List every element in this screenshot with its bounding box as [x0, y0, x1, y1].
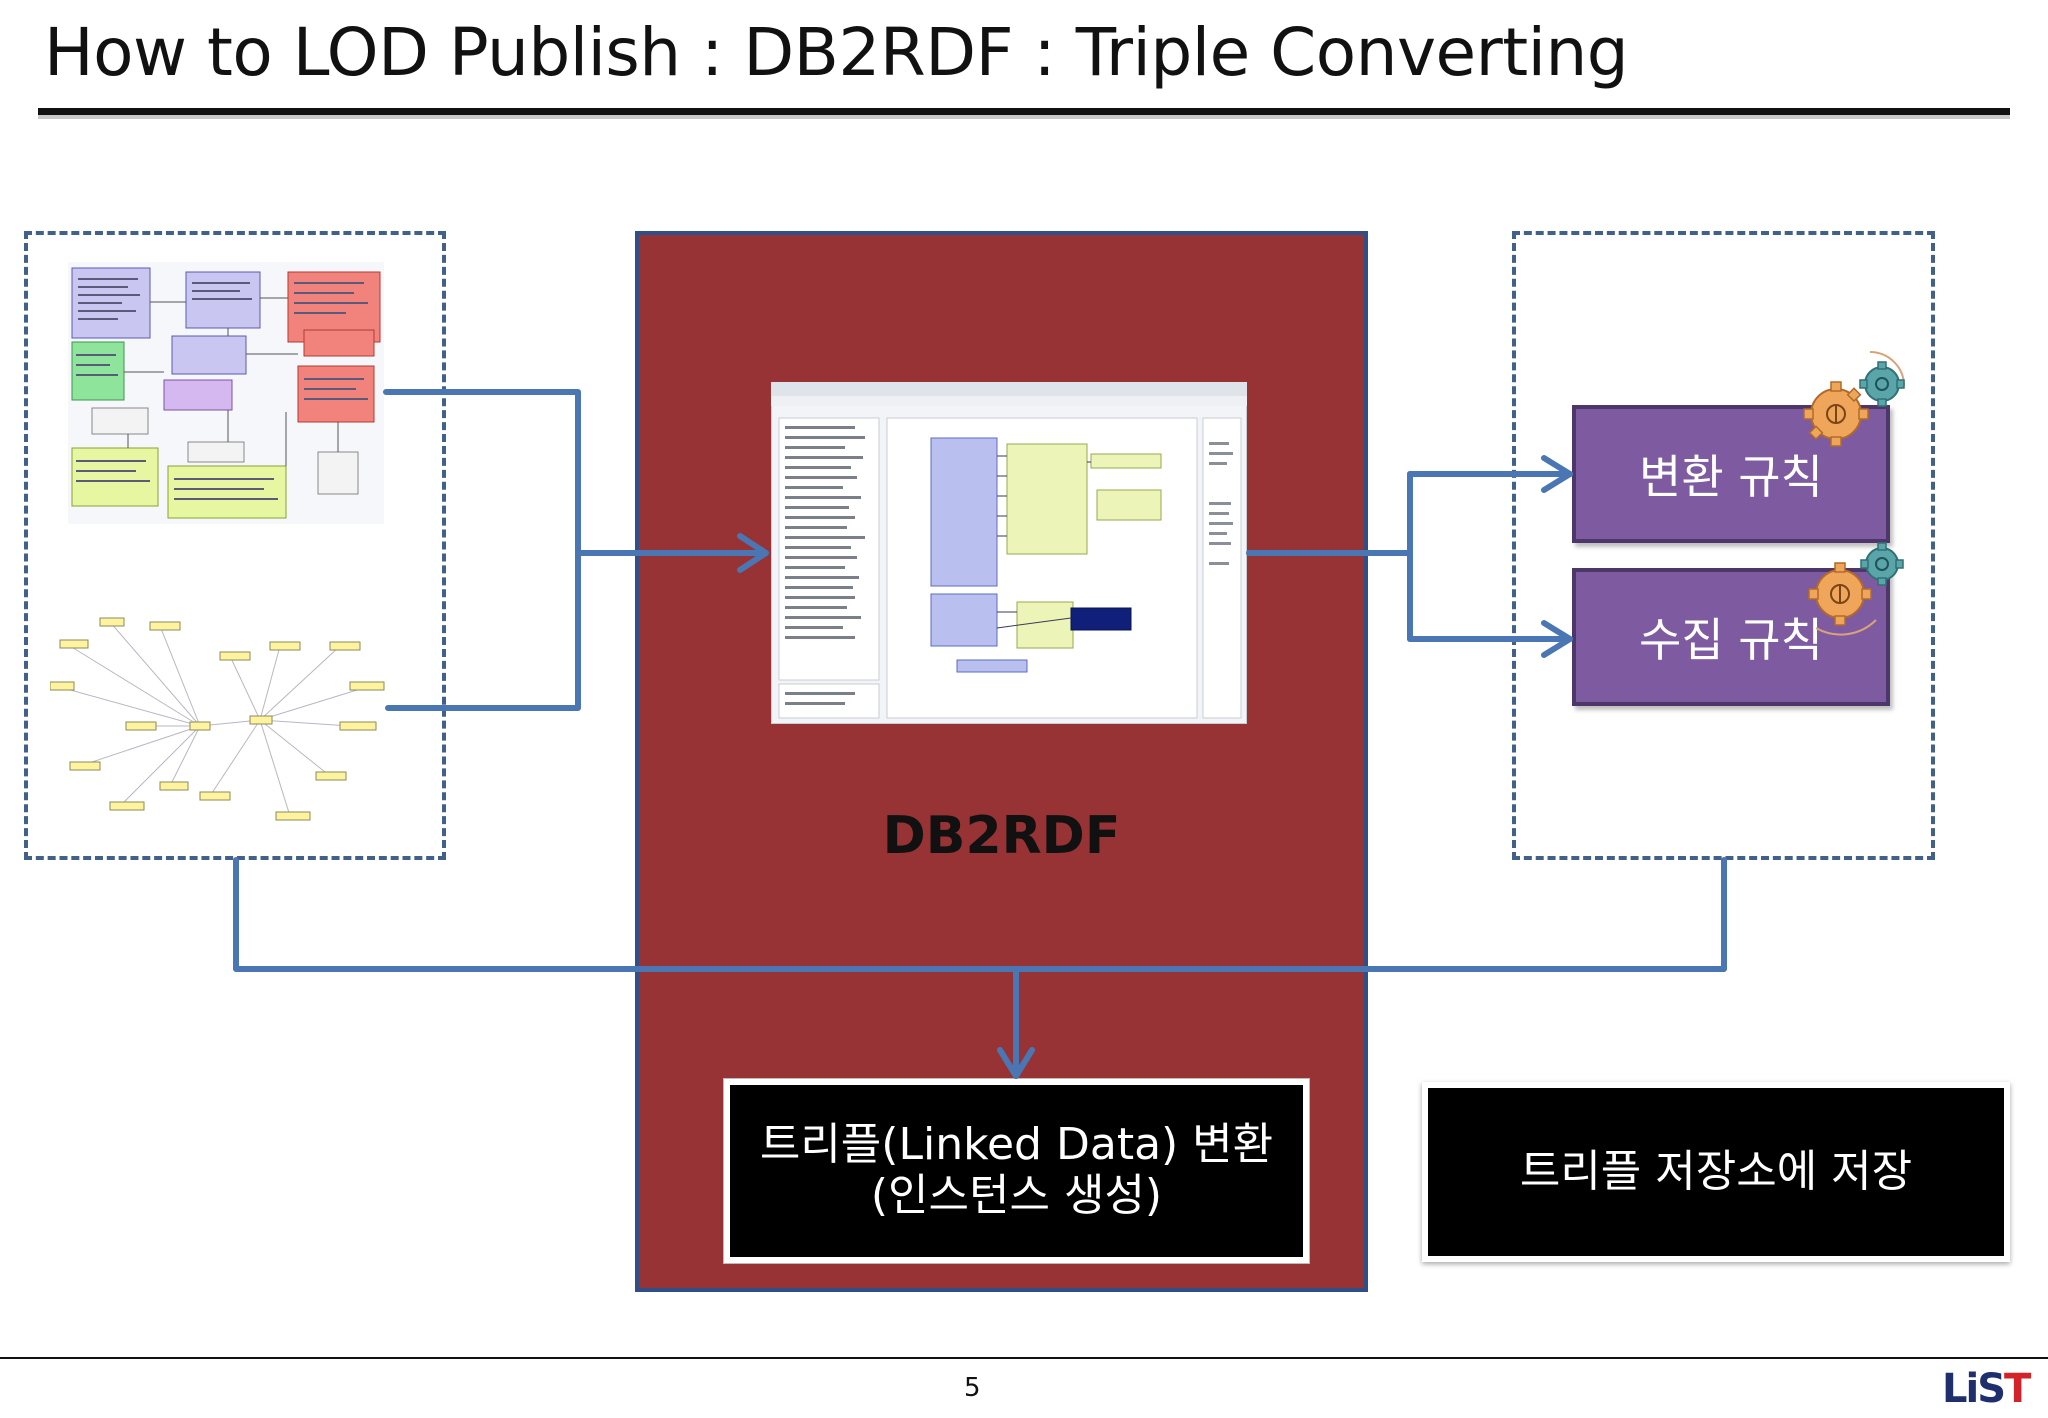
triple-conversion-line2: (인스턴스 생성)	[870, 1170, 1163, 1221]
triple-store-box: 트리플 저장소에 저장	[1422, 1082, 2010, 1262]
triple-conversion-box: 트리플(Linked Data) 변환 (인스턴스 생성)	[724, 1079, 1309, 1263]
triple-conversion-line1: 트리플(Linked Data) 변환	[759, 1119, 1274, 1171]
title-rule-shadow	[38, 115, 2010, 119]
tool-screenshot-thumbnail	[771, 382, 1247, 724]
conversion-rule-label: 변환 규칙	[1639, 450, 1823, 504]
page-number: 5	[964, 1373, 981, 1403]
slide-title: How to LOD Publish : DB2RDF : Triple Con…	[44, 14, 1629, 91]
graph-diagram-thumbnail	[50, 616, 390, 830]
db2rdf-label: DB2RDF	[882, 806, 1121, 866]
triple-store-label: 트리플 저장소에 저장	[1519, 1145, 1913, 1197]
footer-rule	[0, 1357, 2048, 1359]
schema-diagram-thumbnail	[68, 262, 384, 524]
gear-icon	[1808, 542, 1904, 636]
title-rule	[38, 108, 2010, 115]
gear-icon	[1803, 351, 1905, 447]
collection-rule-label: 수집 규칙	[1639, 613, 1823, 667]
list-logo: LiST	[1942, 1366, 2031, 1412]
